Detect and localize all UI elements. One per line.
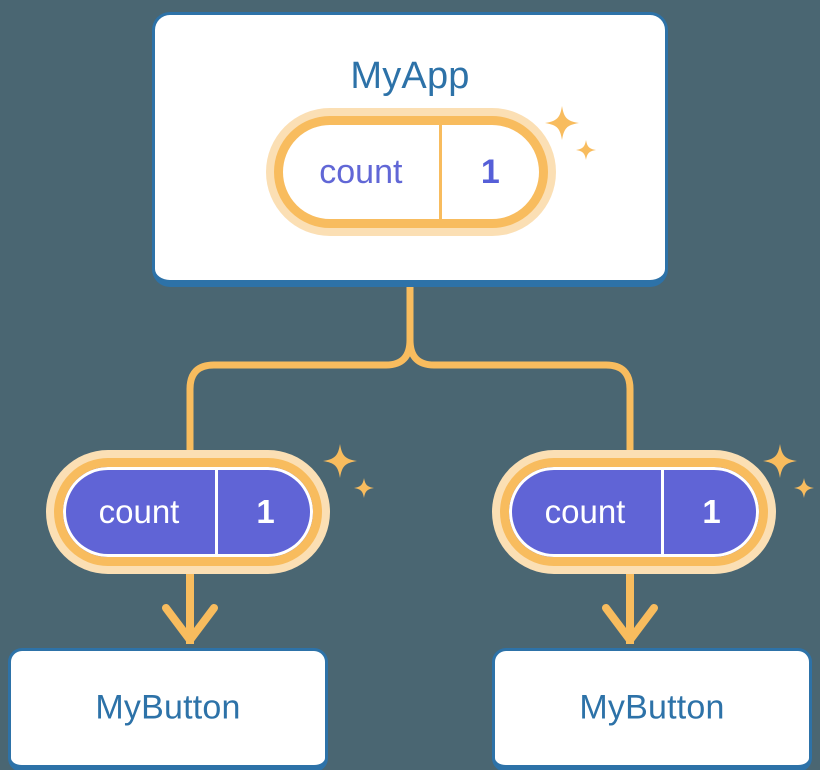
state-pill-value: 1	[480, 152, 500, 191]
state-pill-body: count 1	[500, 458, 768, 566]
component-card-label: MyButton	[579, 688, 725, 727]
sparkle-four-point-small-icon	[354, 478, 374, 498]
component-card-label: MyButton	[95, 688, 241, 727]
component-card-mybutton-left[interactable]: MyButton	[8, 648, 328, 770]
state-pill-value: 1	[702, 493, 721, 530]
sparkle-four-point-icon	[763, 444, 797, 478]
state-pill-key: count	[63, 467, 218, 557]
page-title: MyApp	[350, 55, 470, 97]
arrow-down-icon	[162, 604, 218, 644]
sparkle-four-point-icon	[323, 444, 357, 478]
arrow-down-icon	[602, 604, 658, 644]
state-pill-body: count 1	[274, 116, 548, 228]
state-pill-myapp[interactable]: count 1	[266, 108, 556, 236]
state-pill-body: count 1	[54, 458, 322, 566]
component-card-mybutton-right[interactable]: MyButton	[492, 648, 812, 770]
sparkle-four-point-small-icon	[794, 478, 814, 498]
state-pill-right[interactable]: count 1	[492, 450, 776, 574]
state-pill-key: count	[283, 125, 442, 219]
state-pill-key: count	[509, 467, 664, 557]
state-pill-left[interactable]: count 1	[46, 450, 330, 574]
state-pill-value: 1	[256, 493, 275, 530]
